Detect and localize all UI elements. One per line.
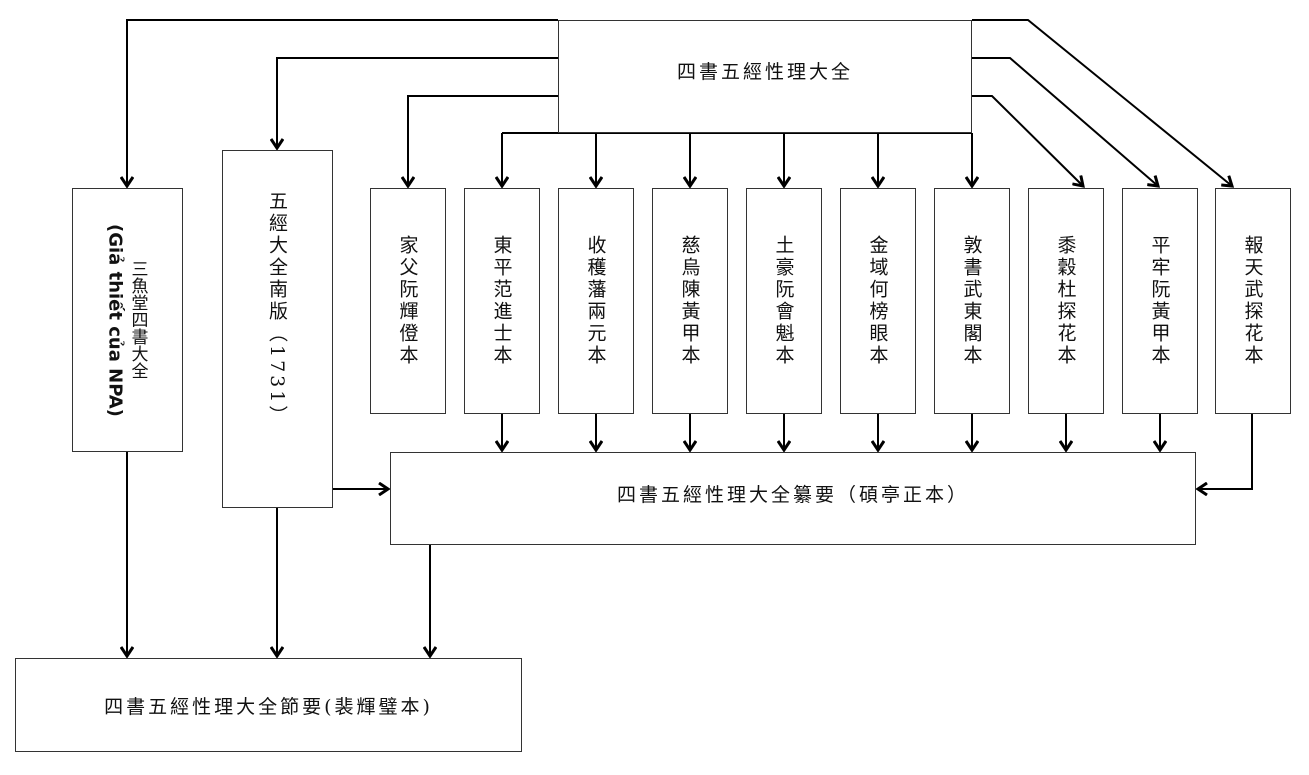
hypothesis-note: (Giả thiết của NPA) (104, 223, 126, 417)
edition-label: 收穫藩兩元本 (584, 235, 607, 367)
edition-node: 金域何榜眼本 (840, 188, 916, 414)
compilation-node: 四書五經性理大全纂要（碩亭正本） (390, 452, 1196, 545)
final-node: 四書五經性理大全節要(裴輝璧本) (15, 658, 522, 752)
edge-root-to-southern-edition (277, 57, 558, 148)
edition-node: 東平范進士本 (464, 188, 540, 414)
hypothesis-node: 三魚堂四書大全 (Giả thiết của NPA) (72, 188, 183, 452)
southern-edition-node: 五經大全南版（1731） (222, 150, 333, 508)
edition-node: 黍穀杜探花本 (1028, 188, 1104, 414)
edition-node: 報天武探花本 (1215, 188, 1291, 414)
edge-root-to-hypothesis (127, 19, 558, 186)
southern-edition-label: 五經大全南版（1731） (266, 190, 288, 428)
final-label: 四書五經性理大全節要(裴輝璧本) (104, 695, 433, 718)
edge-root-to-edition-1 (408, 95, 558, 186)
edition-node: 家父阮輝僜本 (370, 188, 446, 414)
edition-label: 黍穀杜探花本 (1054, 235, 1077, 367)
edition-node: 平牢阮黃甲本 (1122, 188, 1198, 414)
edition-label: 敦書武東閣本 (960, 235, 983, 367)
compilation-label: 四書五經性理大全纂要（碩亭正本） (616, 484, 969, 506)
root-label: 四書五經性理大全 (676, 61, 853, 83)
root-node: 四書五經性理大全 (558, 20, 972, 133)
edition-label: 東平范進士本 (490, 235, 513, 367)
edition-node: 敦書武東閣本 (934, 188, 1010, 414)
edition-node: 土豪阮會魁本 (746, 188, 822, 414)
edition-label: 金域何榜眼本 (866, 235, 889, 367)
edition-label: 平牢阮黃甲本 (1148, 235, 1171, 367)
edition-node: 收穫藩兩元本 (558, 188, 634, 414)
edition-label: 土豪阮會魁本 (772, 235, 795, 367)
edge-root-to-edition-10 (972, 19, 1232, 186)
edge-edition-10-to-compilation (1198, 414, 1253, 489)
edition-label: 報天武探花本 (1241, 235, 1264, 367)
edge-root-to-edition-8 (972, 95, 1083, 186)
edition-node: 慈烏陳黃甲本 (652, 188, 728, 414)
edge-root-to-edition-9 (972, 57, 1158, 186)
hypothesis-label: 三魚堂四書大全 (127, 260, 148, 380)
edition-label: 慈烏陳黃甲本 (678, 235, 701, 367)
edition-label: 家父阮輝僜本 (396, 235, 419, 367)
